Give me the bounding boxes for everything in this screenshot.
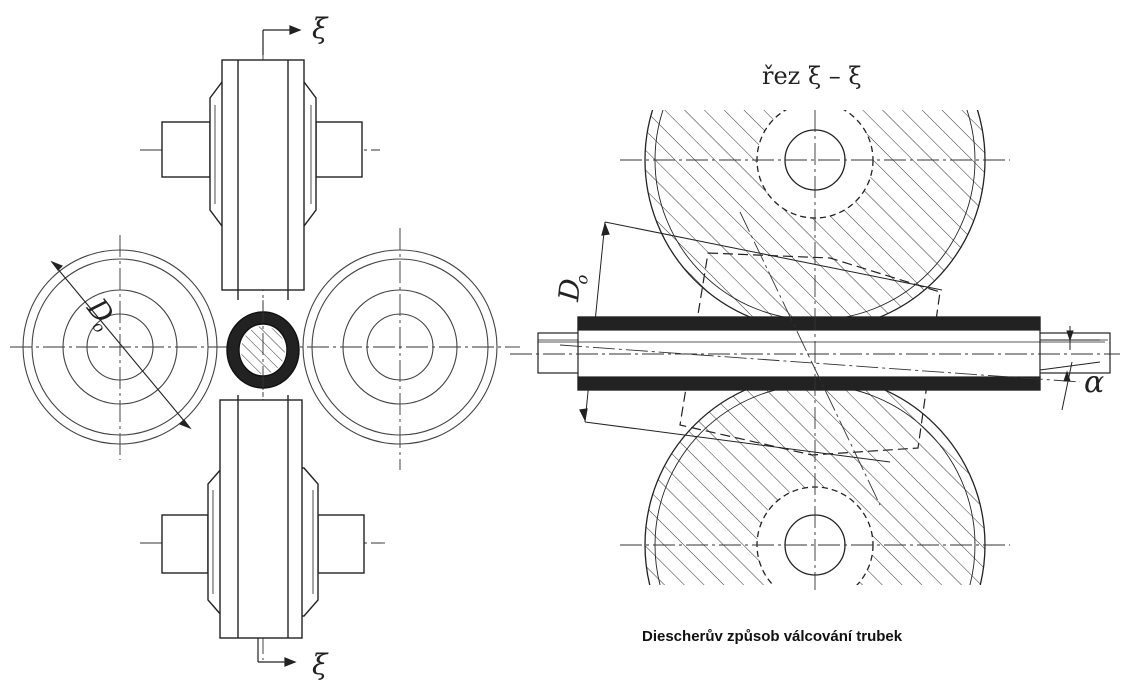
section-mark-top [262, 25, 302, 55]
section-title: řez ξ – ξ [762, 62, 862, 90]
alpha-label: α [1084, 365, 1104, 400]
svg-text:D: D [552, 277, 587, 304]
d0-label-right: D o [552, 274, 592, 304]
alpha-dimension [1039, 326, 1101, 411]
left-disc-roll [22, 249, 218, 445]
section-mark-bottom [257, 638, 297, 667]
xi-label-bottom: ξ [312, 648, 329, 681]
front-view [10, 25, 520, 667]
diameter-dimension [50, 260, 192, 430]
svg-text:o: o [572, 274, 592, 286]
upper-guide-roll [161, 59, 363, 300]
lower-guide-roll [161, 395, 365, 639]
section-overlays [510, 110, 1120, 590]
disc-roll-outline [679, 252, 941, 456]
xi-label-top: ξ [312, 12, 329, 45]
figure-caption: Diescherův způsob válcování trubek [642, 628, 903, 645]
right-disc-roll [302, 249, 498, 445]
